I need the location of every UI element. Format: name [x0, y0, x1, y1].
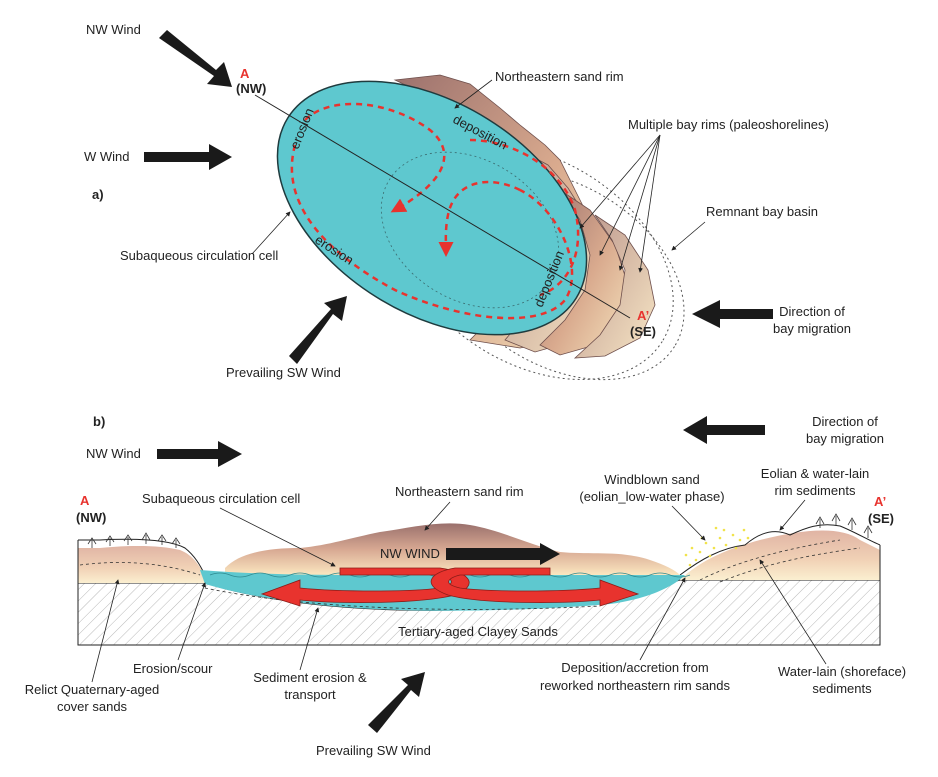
bay-migration-arrow-a-icon: [692, 300, 773, 328]
remnant-basin-label: Remnant bay basin: [706, 204, 818, 219]
nw-wind-inset-arrow-icon: [446, 543, 560, 565]
deposition-label-line1: Deposition/accretion from: [561, 660, 708, 675]
erosion-scour-label: Erosion/scour: [133, 661, 213, 676]
nw-wind-arrow-icon: [159, 30, 232, 87]
windblown-label-line1: Windblown sand: [604, 472, 699, 487]
trees-right: [815, 513, 873, 538]
prevailing-sw-wind-arrow-b-icon: [368, 672, 425, 733]
wind-arrows-a: [144, 30, 773, 364]
relict-label-line2: cover sands: [57, 699, 128, 714]
leader-lines-a: [251, 79, 706, 273]
circulation-cell-paths: [290, 102, 580, 320]
inner-dotted-outline: [380, 151, 560, 309]
leader-lines-b: [91, 499, 827, 683]
panel-a-label: a): [92, 187, 104, 202]
panel-b-label: b): [93, 414, 105, 429]
tertiary-label: Tertiary-aged Clayey Sands: [398, 624, 558, 639]
migration-label-b-line2: bay migration: [806, 431, 884, 446]
section-line-a: [254, 94, 631, 319]
circulation-cell-label-a: Subaqueous circulation cell: [120, 248, 278, 263]
nw-wind-arrow-b-icon: [157, 441, 242, 467]
w-wind-arrow-icon: [144, 144, 232, 170]
nw-wind-label-a: NW Wind: [86, 22, 141, 37]
trees-left: [87, 532, 181, 548]
migration-label-a-line1: Direction of: [779, 304, 845, 319]
section-a-prime-letter: A’: [637, 308, 649, 323]
cross-section: [77, 513, 881, 646]
bay-migration-arrow-b-icon: [683, 416, 765, 444]
eolian-label-line1: Eolian & water-lain: [761, 466, 869, 481]
sw-wind-arrow-icon: [289, 296, 347, 364]
deposition-label-line2: reworked northeastern rim sands: [540, 678, 731, 693]
section-b-a-prime-direction: (SE): [868, 511, 894, 526]
section-b-a-direction: (NW): [76, 510, 106, 525]
bay-water-ellipse: [276, 80, 588, 336]
windblown-label-line2: (eolian_low-water phase): [579, 489, 724, 504]
circulation-cell-label-b: Subaqueous circulation cell: [142, 491, 300, 506]
relict-label-line1: Relict Quaternary-aged: [25, 682, 159, 697]
sediment-label-line1: Sediment erosion &: [253, 670, 367, 685]
waterlain-label-line1: Water-lain (shoreface): [778, 664, 906, 679]
section-b-a-prime-letter: A’: [874, 494, 886, 509]
nw-wind-inset-label: NW WIND: [380, 546, 440, 561]
northeastern-rim-label-b: Northeastern sand rim: [395, 484, 524, 499]
eolian-label-line2: rim sediments: [775, 483, 856, 498]
multiple-rims-label: Multiple bay rims (paleoshorelines): [628, 117, 829, 132]
nw-wind-label-b: NW Wind: [86, 446, 141, 461]
migration-label-b-line1: Direction of: [812, 414, 878, 429]
section-a-letter: A: [240, 66, 250, 81]
section-a-prime-direction: (SE): [630, 324, 656, 339]
section-b-a-letter: A: [80, 493, 90, 508]
sediment-label-line2: transport: [284, 687, 336, 702]
northeastern-rim-label-a: Northeastern sand rim: [495, 69, 624, 84]
migration-label-a-line2: bay migration: [773, 321, 851, 336]
w-wind-label: W Wind: [84, 149, 130, 164]
wind-arrows-b: [157, 416, 765, 733]
section-a-direction: (NW): [236, 81, 266, 96]
waterlain-label-line2: sediments: [812, 681, 872, 696]
subsurface-circulation-arrows: [260, 567, 640, 607]
prevailing-sw-wind-label-a: Prevailing SW Wind: [226, 365, 341, 380]
prevailing-sw-wind-label-b: Prevailing SW Wind: [316, 743, 431, 758]
